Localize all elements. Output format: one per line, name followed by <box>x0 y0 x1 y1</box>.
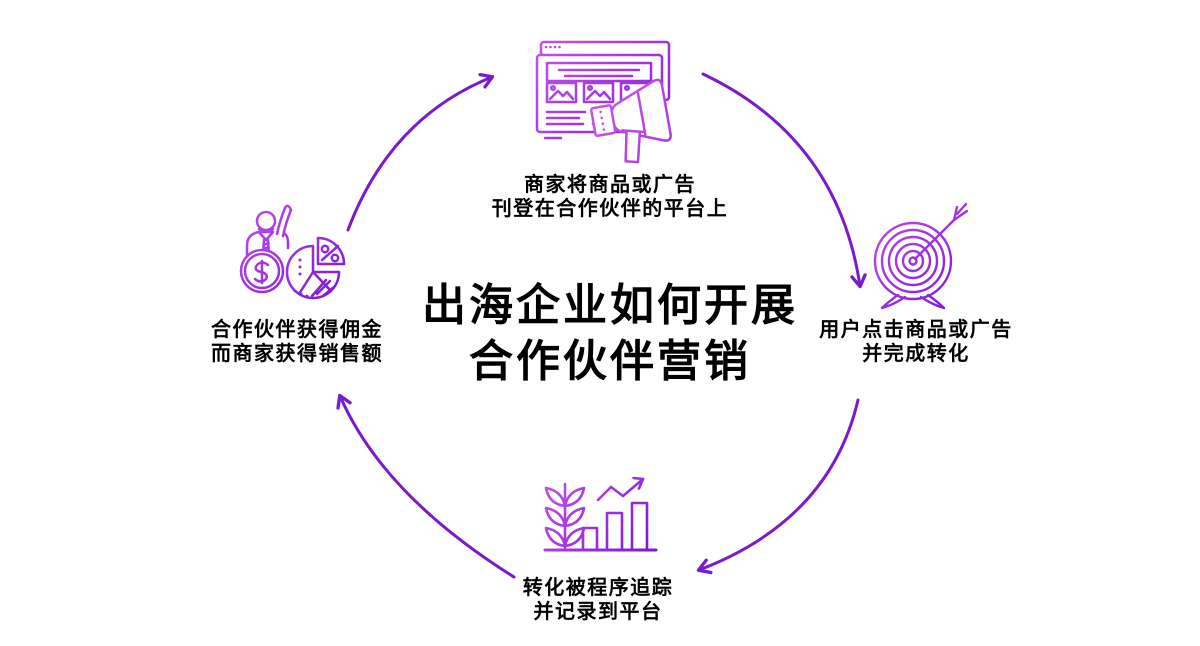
step-caption-convert: 用户点击商品或广告 并完成转化 <box>791 318 1041 366</box>
step-caption-line: 刊登在合作伙伴的平台上 <box>491 198 729 220</box>
step-caption-publish: 商家将商品或广告 刊登在合作伙伴的平台上 <box>455 173 765 221</box>
growth-bars-icon <box>543 476 658 552</box>
diagram-title-line1: 出海企业如何开展 <box>422 281 798 330</box>
target-dart-icon <box>873 202 969 310</box>
step-caption-line: 并记录到平台 <box>533 601 663 623</box>
step-caption-line: 合作伙伴获得佣金 <box>211 319 383 341</box>
step-caption-commission: 合作伙伴获得佣金 而商家获得销售额 <box>172 318 422 366</box>
step-caption-line: 商家将商品或广告 <box>524 174 696 196</box>
diagram-title: 出海企业如何开展 合作伙伴营销 <box>400 278 820 390</box>
arrow-right-to-bottom <box>696 398 860 575</box>
partner-commission-pie-icon <box>239 204 346 300</box>
step-caption-line: 并完成转化 <box>862 343 970 365</box>
step-caption-line: 而商家获得销售额 <box>211 343 383 365</box>
arrow-bottom-to-left <box>336 393 516 579</box>
step-caption-line: 转化被程序追踪 <box>522 577 674 599</box>
step-caption-line: 用户点击商品或广告 <box>819 319 1013 341</box>
browser-ad-megaphone-icon <box>535 40 672 164</box>
diagram-title-line2: 合作伙伴营销 <box>469 337 751 386</box>
step-caption-track: 转化被程序追踪 并记录到平台 <box>473 576 723 624</box>
